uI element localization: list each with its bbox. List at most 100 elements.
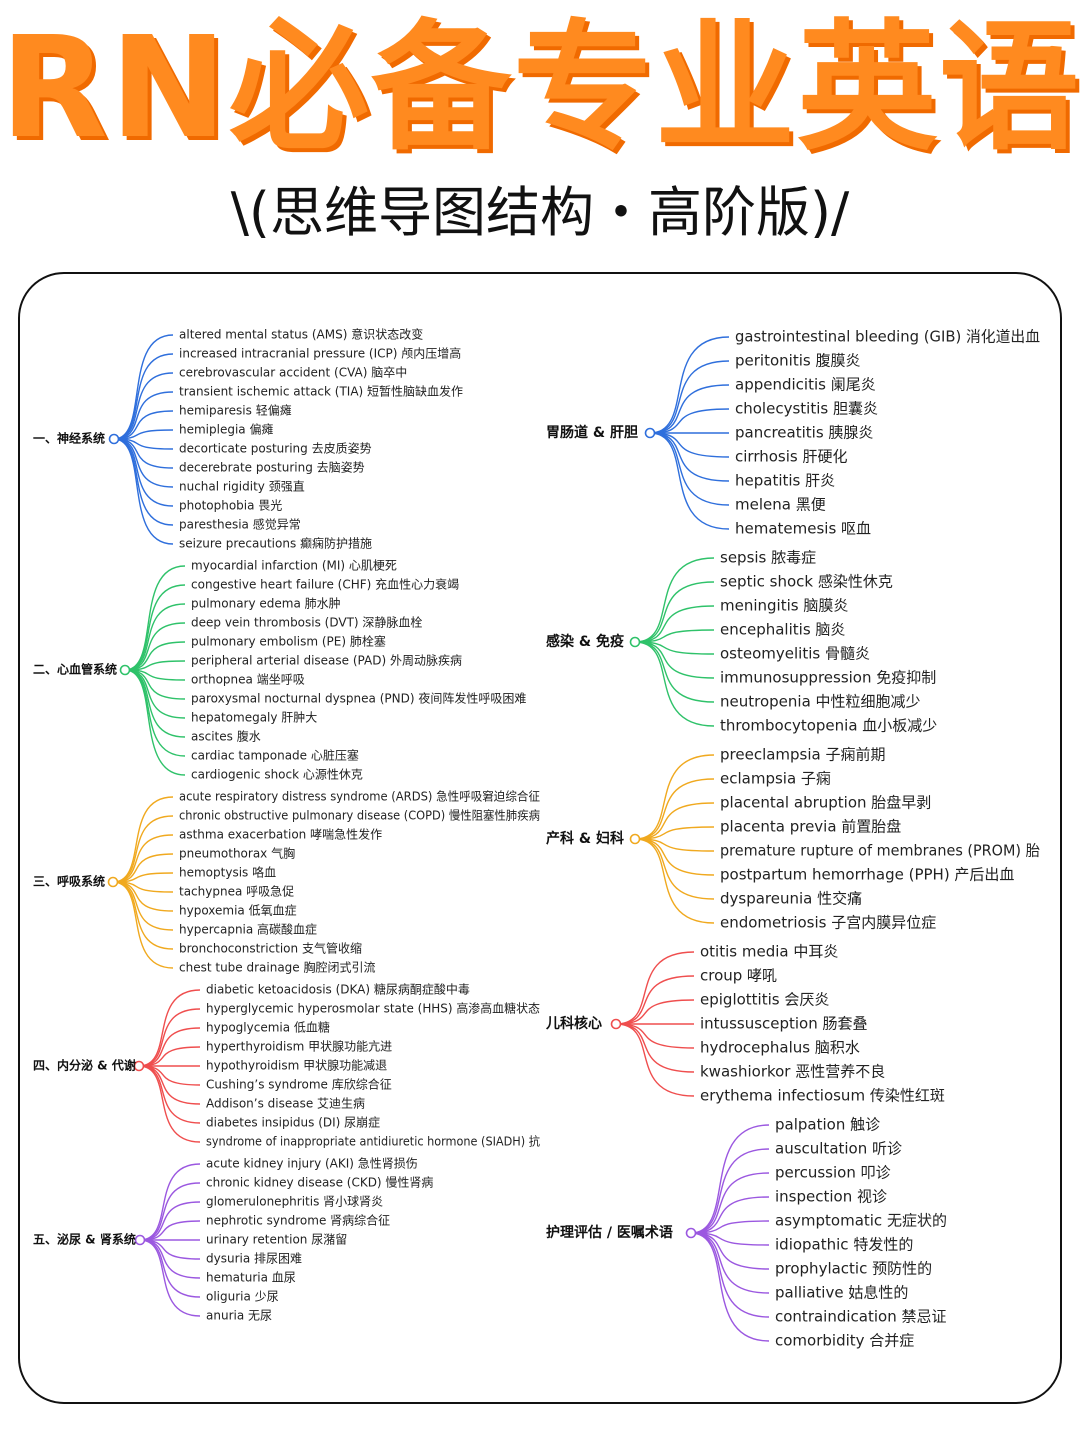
connector-line: [649, 432, 730, 530]
connector-line: [124, 669, 186, 700]
page-title: RN必备专业英语: [0, 7, 1080, 170]
connector-line: [113, 438, 174, 545]
connector-line: [615, 999, 695, 1025]
term-item: prophylactic 预防性的: [775, 1260, 932, 1278]
term-item: cholecystitis 胆囊炎: [735, 400, 878, 418]
connector-line: [634, 838, 715, 876]
term-item: bronchoconstriction 支气管收缩: [179, 941, 362, 956]
term-item: endometriosis 子宫内膜异位症: [720, 914, 936, 932]
term-item: percussion 叩诊: [775, 1164, 891, 1182]
term-item: hepatomegaly 肝肿大: [191, 710, 317, 725]
connector-line: [138, 1046, 201, 1067]
connector-line: [124, 669, 186, 776]
connector-line: [649, 336, 730, 434]
term-item: anuria 无尿: [206, 1309, 272, 1323]
branch-node: [629, 636, 641, 648]
term-item: immunosuppression 免疫抑制: [720, 669, 936, 687]
connector-line: [634, 838, 715, 852]
connector-line: [139, 1163, 201, 1241]
term-item: hypercapnia 高碳酸血症: [179, 922, 317, 937]
branch-title: 胃肠道 & 肝胆: [546, 424, 638, 441]
page-subtitle: \(思维导图结构・高阶版)/: [230, 181, 850, 244]
connector-line: [112, 815, 174, 883]
branch-node: [134, 1234, 146, 1246]
connector-line: [649, 360, 730, 434]
connector-line: [138, 1065, 201, 1143]
term-item: Addison’s disease 艾迪生病: [206, 1096, 365, 1111]
term-item: hemiparesis 轻偏瘫: [179, 403, 292, 418]
branch-title: 产科 & 妇科: [546, 830, 624, 847]
term-item: hepatitis 肝炎: [735, 472, 835, 490]
branch-node: [133, 1060, 145, 1072]
connector-line: [113, 334, 174, 440]
connector-line: [124, 622, 186, 671]
term-item: intussusception 肠套叠: [700, 1015, 868, 1033]
term-item: chronic kidney disease (CKD) 慢性肾病: [206, 1175, 433, 1190]
term-item: appendicitis 阑尾炎: [735, 376, 876, 394]
term-item: urinary retention 尿潴留: [206, 1233, 347, 1247]
term-item: postpartum hemorrhage (PPH) 产后出血: [720, 866, 1014, 884]
term-item: acute kidney injury (AKI) 急性肾损伤: [206, 1156, 418, 1171]
connector-line: [139, 1201, 201, 1241]
term-item: erythema infectiosum 传染性红斑: [700, 1087, 945, 1105]
connector-line: [112, 834, 174, 883]
term-item: premature rupture of membranes (PROM) 胎: [720, 842, 1040, 860]
connector-line: [690, 1124, 770, 1234]
connector-line: [112, 796, 174, 883]
term-item: eclampsia 子痫: [720, 770, 831, 788]
branch-title: 护理评估 / 医嘱术语: [546, 1224, 673, 1241]
term-item: encephalitis 脑炎: [720, 621, 845, 639]
connector-line: [113, 410, 174, 440]
connector-line: [690, 1196, 770, 1234]
connector-line: [113, 391, 174, 440]
term-item: diabetic ketoacidosis (DKA) 糖尿病酮症酸中毒: [206, 982, 470, 997]
term-item: epiglottitis 会厌炎: [700, 991, 829, 1009]
term-item: increased intracranial pressure (ICP) 颅内…: [179, 346, 461, 361]
term-item: deep vein thrombosis (DVT) 深静脉血栓: [191, 615, 422, 630]
term-item: altered mental status (AMS) 意识状态改变: [179, 327, 423, 342]
connector-line: [113, 353, 174, 440]
term-item: nephrotic syndrome 肾病综合征: [206, 1213, 390, 1228]
term-item: decorticate posturing 去皮质姿势: [179, 442, 372, 456]
branch-title: 三、呼吸系统: [33, 874, 105, 889]
connector-line: [634, 581, 715, 643]
term-item: contraindication 禁忌证: [775, 1308, 946, 1326]
connector-line: [138, 1008, 201, 1067]
term-item: palliative 姑息性的: [775, 1284, 908, 1302]
mind-map-panel: [18, 272, 1062, 1404]
term-item: comorbidity 合并症: [775, 1332, 914, 1350]
term-item: cerebrovascular accident (CVA) 脑卒中: [179, 365, 407, 380]
connector-line: [634, 838, 715, 924]
term-item: cardiac tamponade 心脏压塞: [191, 748, 359, 763]
connector-line: [634, 778, 715, 840]
connector-line: [690, 1232, 770, 1246]
connector-line: [690, 1232, 770, 1270]
term-item: transient ischemic attack (TIA) 短暂性脑缺血发作: [179, 384, 463, 399]
branch-node: [108, 433, 120, 445]
term-item: hemoptysis 咯血: [179, 865, 276, 880]
term-item: pulmonary embolism (PE) 肺栓塞: [191, 634, 386, 649]
term-item: neutropenia 中性粒细胞减少: [720, 693, 921, 711]
connector-line: [124, 603, 186, 671]
connector-line: [690, 1232, 770, 1318]
connector-line: [634, 826, 715, 840]
branch-title: 四、内分泌 & 代谢: [33, 1058, 136, 1073]
term-item: inspection 视诊: [775, 1188, 887, 1206]
connector-line: [139, 1239, 201, 1317]
term-item: peritonitis 腹膜炎: [735, 352, 860, 370]
connector-line: [615, 951, 695, 1025]
connector-line: [138, 989, 201, 1067]
term-item: dysuria 排尿困难: [206, 1252, 302, 1266]
term-item: Cushing’s syndrome 库欣综合征: [206, 1077, 392, 1092]
term-item: myocardial infarction (MI) 心肌梗死: [191, 558, 397, 573]
term-item: kwashiorkor 恶性营养不良: [700, 1063, 885, 1081]
term-item: auscultation 听诊: [775, 1140, 902, 1158]
term-item: melena 黑便: [735, 496, 826, 514]
term-item: photophobia 畏光: [179, 499, 282, 513]
